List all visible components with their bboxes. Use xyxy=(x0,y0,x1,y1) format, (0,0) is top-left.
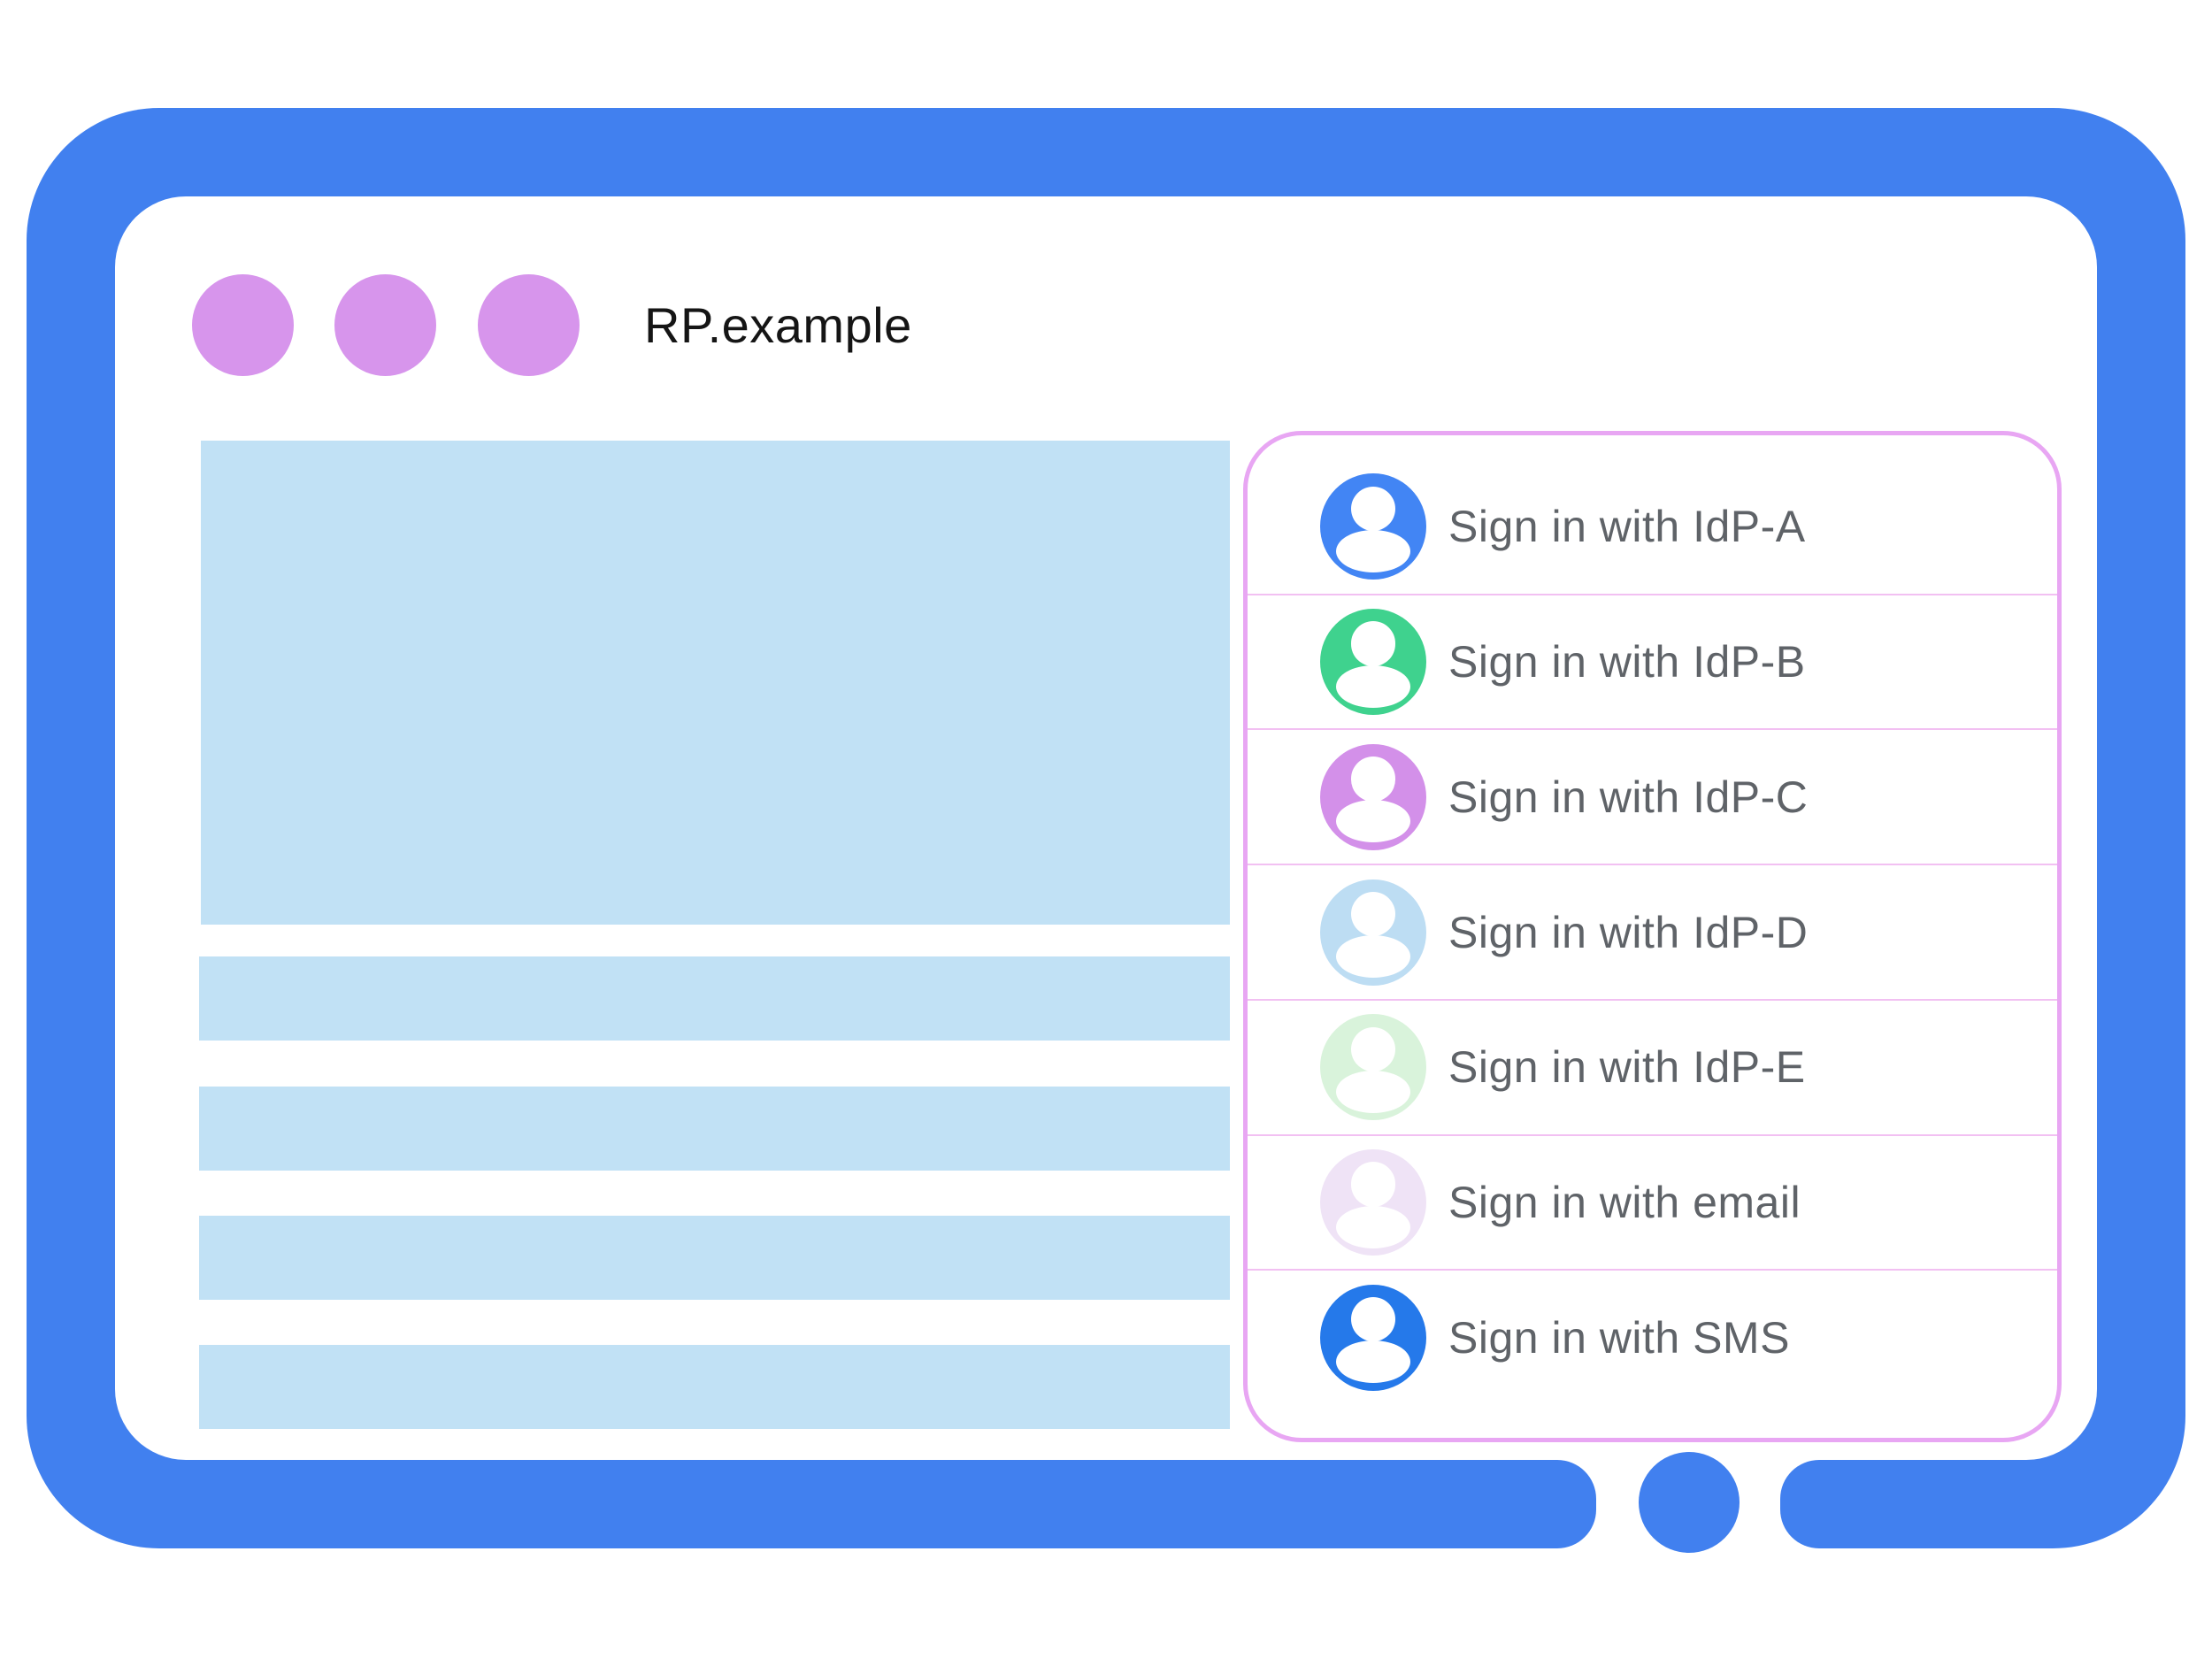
signin-option-idp-a[interactable]: Sign in with IdP-A xyxy=(1248,460,2057,594)
signin-option-idp-d[interactable]: Sign in with IdP-D xyxy=(1248,864,2057,999)
content-placeholder-line xyxy=(199,956,1230,1041)
signin-panel: Sign in with IdP-A Sign in with IdP-B Si… xyxy=(1243,431,2062,1442)
signin-option-label: Sign in with IdP-E xyxy=(1448,1042,1806,1093)
bottom-bar-left-end xyxy=(1460,1460,1596,1548)
window-control-dot-icon[interactable] xyxy=(192,274,294,376)
user-avatar-icon xyxy=(1320,1014,1426,1121)
browser-screen: RP.example Sign in with IdP-A Sign in wi… xyxy=(115,196,2097,1460)
tablet-frame: RP.example Sign in with IdP-A Sign in wi… xyxy=(27,108,2185,1548)
content-placeholder-line xyxy=(199,1345,1230,1429)
user-avatar-icon xyxy=(1320,473,1426,580)
content-placeholder-line xyxy=(199,1087,1230,1171)
signin-option-label: Sign in with IdP-A xyxy=(1448,502,1806,552)
user-avatar-icon xyxy=(1320,1148,1426,1256)
signin-option-label: Sign in with IdP-C xyxy=(1448,772,1809,822)
user-avatar-icon xyxy=(1320,609,1426,716)
user-avatar-icon xyxy=(1320,743,1426,850)
signin-option-label: Sign in with SMS xyxy=(1448,1312,1790,1363)
home-button[interactable] xyxy=(1639,1452,1740,1553)
signin-option-idp-e[interactable]: Sign in with IdP-E xyxy=(1248,998,2057,1134)
window-control-dot-icon[interactable] xyxy=(478,274,580,376)
bottom-bar-right-end xyxy=(1780,1460,1913,1548)
signin-option-label: Sign in with email xyxy=(1448,1177,1801,1227)
signin-option-email[interactable]: Sign in with email xyxy=(1248,1133,2057,1270)
signin-option-idp-c[interactable]: Sign in with IdP-C xyxy=(1248,728,2057,864)
signin-option-idp-b[interactable]: Sign in with IdP-B xyxy=(1248,593,2057,729)
content-placeholder-hero xyxy=(201,441,1230,925)
user-avatar-icon xyxy=(1320,879,1426,986)
user-avatar-icon xyxy=(1320,1284,1426,1391)
signin-option-label: Sign in with IdP-D xyxy=(1448,907,1809,957)
window-control-dot-icon[interactable] xyxy=(334,274,436,376)
page-title: RP.example xyxy=(644,297,912,353)
content-placeholder-line xyxy=(199,1216,1230,1300)
signin-option-label: Sign in with IdP-B xyxy=(1448,637,1806,687)
signin-option-sms[interactable]: Sign in with SMS xyxy=(1248,1269,2057,1404)
